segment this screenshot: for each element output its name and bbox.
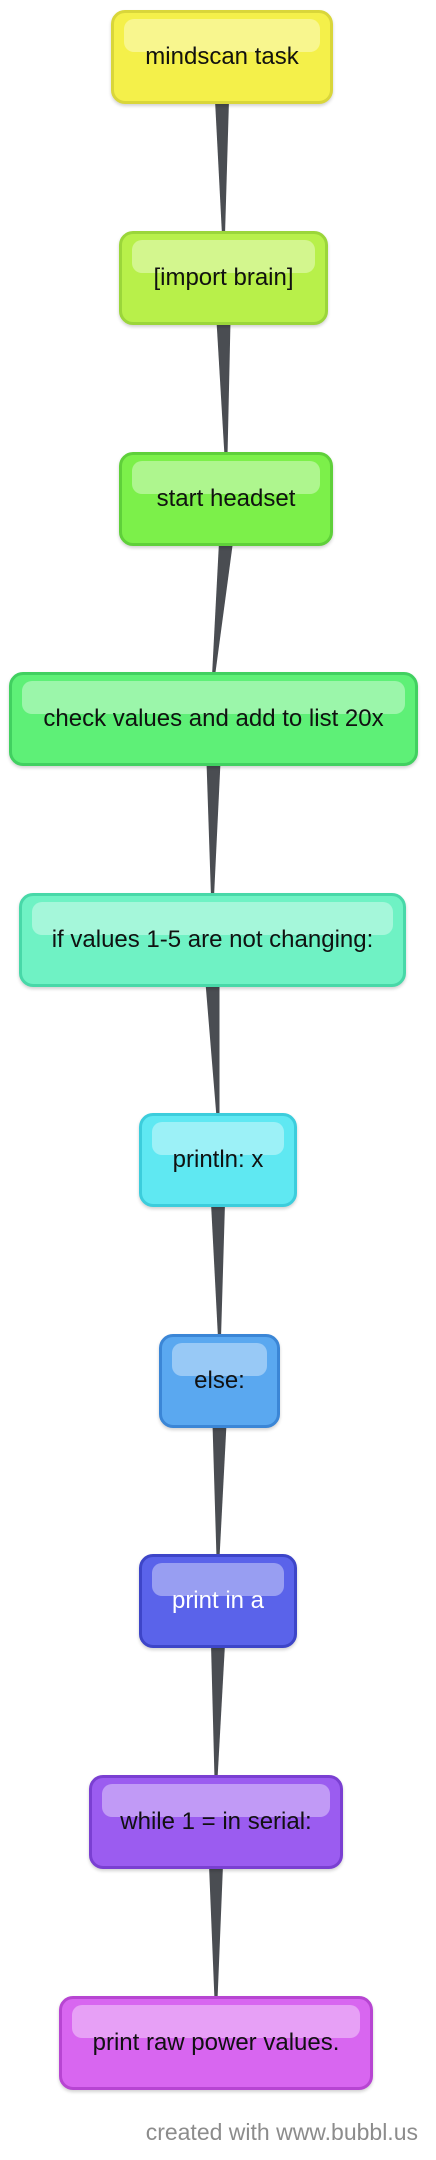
- node-label: while 1 = in serial:: [120, 1808, 312, 1835]
- node-label: check values and add to list 20x: [43, 705, 384, 732]
- connector-n8-n9: [211, 1644, 225, 1779]
- node-n5[interactable]: if values 1-5 are not changing:: [19, 893, 406, 987]
- connector-n9-n10: [209, 1865, 223, 2000]
- node-n4[interactable]: check values and add to list 20x: [9, 672, 418, 766]
- connector-n7-n8: [212, 1424, 227, 1558]
- node-n2[interactable]: [import brain]: [119, 231, 328, 325]
- credit-text[interactable]: created with www.bubbl.us: [145, 2119, 418, 2145]
- connector-n5-n6: [205, 983, 220, 1117]
- node-label: print raw power values.: [92, 2029, 340, 2056]
- node-label: else:: [194, 1367, 245, 1394]
- node-n9[interactable]: while 1 = in serial:: [89, 1775, 343, 1869]
- node-n3[interactable]: start headset: [119, 452, 333, 546]
- connector-n3-n4: [212, 542, 233, 676]
- node-label: println: x: [172, 1146, 264, 1173]
- node-label: print in a: [171, 1587, 265, 1614]
- node-label: if values 1-5 are not changing:: [51, 926, 374, 953]
- node-label: mindscan task: [145, 43, 299, 70]
- node-n1[interactable]: mindscan task: [111, 10, 333, 104]
- node-n10[interactable]: print raw power values.: [59, 1996, 373, 2090]
- connector-n2-n3: [216, 321, 231, 456]
- node-n7[interactable]: else:: [159, 1334, 280, 1428]
- node-n8[interactable]: print in a: [139, 1554, 297, 1648]
- connector-n6-n7: [211, 1203, 225, 1338]
- node-label: [import brain]: [153, 264, 294, 291]
- node-label: start headset: [156, 485, 296, 512]
- connector-n4-n5: [206, 762, 221, 897]
- connector-n1-n2: [215, 100, 229, 235]
- node-n6[interactable]: println: x: [139, 1113, 297, 1207]
